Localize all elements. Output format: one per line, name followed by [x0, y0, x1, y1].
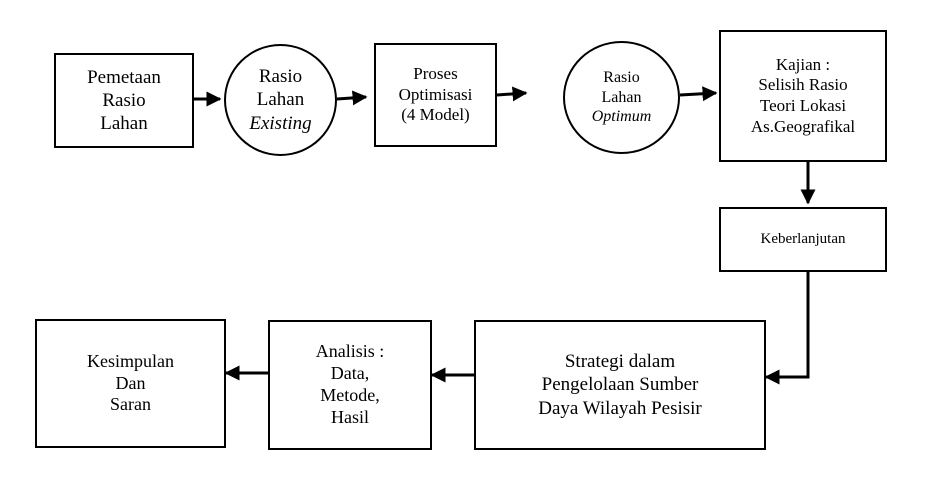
- arrow-rasio-optimum-to-kajian: [679, 86, 718, 102]
- node-line: Strategi dalam: [564, 351, 676, 373]
- node-line: Pemetaan: [87, 66, 161, 88]
- node-line: Analisis :: [315, 341, 385, 362]
- node-line: Rasio: [258, 66, 303, 88]
- node-line: Pengelolaan Sumber: [541, 374, 699, 396]
- node-line: Daya Wilayah Pesisir: [538, 397, 702, 419]
- node-line: Teori Lokasi: [759, 96, 847, 115]
- node-line: Proses: [413, 63, 458, 83]
- node-keberlanjutan: Keberlanjutan: [719, 207, 887, 272]
- node-line: Lahan: [100, 113, 148, 135]
- node-line: Kesimpulan: [87, 350, 174, 371]
- node-line: Hasil: [331, 406, 369, 427]
- node-line: Rasio: [603, 69, 640, 87]
- node-line: Selisih Rasio: [758, 75, 848, 95]
- node-line: Metode,: [320, 385, 380, 405]
- node-line: Existing: [249, 112, 312, 134]
- node-line: As.Geografikal: [750, 116, 856, 136]
- node-line: Optimum: [591, 108, 652, 126]
- node-line: Keberlanjutan: [760, 231, 846, 248]
- arrow-rasio-existing-to-proses: [336, 90, 368, 106]
- node-line: Lahan: [256, 89, 305, 111]
- arrow-keberlanjutan-to-strategi: [764, 272, 810, 385]
- node-line: Optimisasi: [398, 84, 473, 104]
- node-line: Kajian :: [775, 54, 831, 74]
- node-line: Data,: [330, 363, 370, 384]
- node-line: Dan: [115, 372, 146, 393]
- node-analisis: Analisis :Data,Metode,Hasil: [268, 320, 432, 450]
- node-line: Saran: [110, 394, 151, 415]
- node-line: Lahan: [601, 88, 642, 106]
- arrow-proses-to-rasio-optimum: [496, 86, 528, 102]
- node-line: (4 Model): [401, 105, 470, 125]
- node-line: Rasio: [102, 89, 146, 111]
